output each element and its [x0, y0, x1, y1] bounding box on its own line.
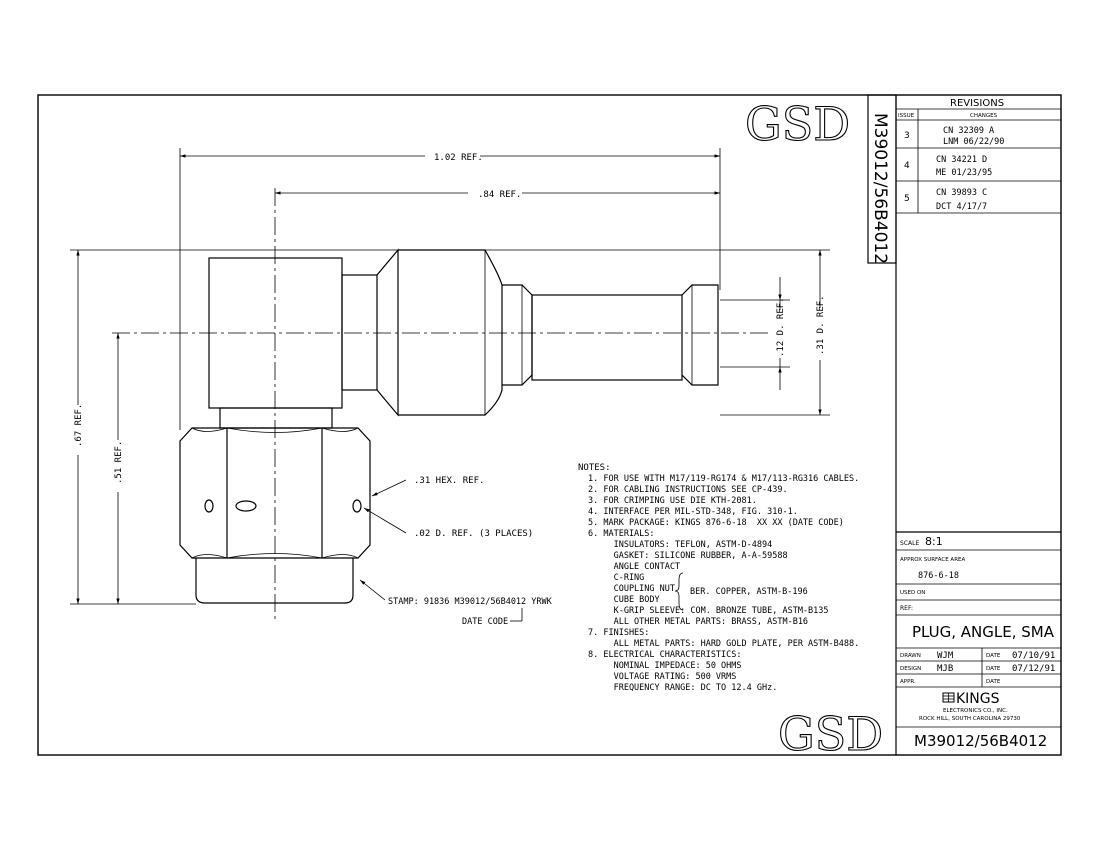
scale-label: SCALE — [900, 540, 919, 547]
dim-hex: .31 HEX. REF. — [414, 476, 484, 486]
note-line: ANGLE CONTACT — [588, 562, 680, 572]
dim-height-center: .51 REF. — [114, 441, 124, 484]
dim-dia-small: .12 D. REF. — [776, 297, 786, 357]
note-line: INSULATORS: TEFLON, ASTM-D-4894 — [588, 540, 772, 550]
revisions-title: REVISIONS — [950, 98, 1004, 109]
center-lines — [112, 188, 770, 620]
dimension-lines — [70, 148, 830, 622]
note-line: NOMINAL IMPEDACE: 50 OHMS — [588, 661, 742, 671]
date-label: DATE — [986, 679, 1001, 685]
revision-issue: 5 — [904, 194, 910, 204]
date-label: DATE — [986, 666, 1001, 672]
ref-label: REF: — [900, 605, 913, 612]
note-line: 1. FOR USE WITH M17/119-RG174 & M17/113-… — [588, 474, 859, 484]
revision-issue: 4 — [904, 161, 910, 171]
note-line: 7. FINISHES: — [588, 628, 649, 638]
scale-value: 8:1 — [925, 535, 943, 548]
note-line: GASKET: SILICONE RUBBER, A-A-59588 — [588, 551, 788, 561]
date-label: DATE — [986, 653, 1001, 659]
note-line: VOLTAGE RATING: 500 VRMS — [588, 672, 736, 682]
design-label: DESIGN — [900, 666, 921, 672]
note-line: 2. FOR CABLING INSTRUCTIONS SEE CP-439. — [588, 485, 788, 495]
sheet-border — [37, 94, 1062, 756]
date-value: 07/12/91 — [1012, 664, 1055, 674]
dim-holes: .02 D. REF. (3 PLACES) — [414, 529, 533, 539]
date-code-label: DATE CODE — [462, 617, 508, 627]
revision-issue: 3 — [904, 131, 910, 141]
note-line: K-GRIP SLEEVE: COM. BRONZE TUBE, ASTM-B1… — [588, 606, 829, 616]
revisions-col-issue: ISSUE — [898, 113, 915, 119]
drawn-label: DRAWN — [900, 653, 921, 659]
surface-area-label: APPROX SURFACE AREA — [900, 557, 965, 563]
note-line: FREQUENCY RANGE: DC TO 12.4 GHz. — [588, 683, 777, 693]
note-line: COUPLING NUT — [588, 584, 675, 594]
note-line: 8. ELECTRICAL CHARACTERISTICS: — [588, 650, 742, 660]
notes-block: NOTES: 1. FOR USE WITH M17/119-RG174 & M… — [578, 463, 859, 693]
drawing-title: PLUG, ANGLE, SMA — [912, 623, 1055, 641]
used-on-label: USED ON — [900, 590, 925, 596]
note-line: C-RING — [588, 573, 644, 583]
dim-height-total: .67 REF. — [74, 404, 84, 447]
note-line: ALL OTHER METAL PARTS: BRASS, ASTM-B16 — [588, 617, 808, 627]
materials-brace — [674, 572, 684, 611]
company-name: KINGS — [956, 691, 1000, 707]
note-line: 5. MARK PACKAGE: KINGS 876-6-18 XX XX (D… — [588, 518, 844, 528]
brace-text: BER. COPPER, ASTM-B-196 — [690, 587, 808, 597]
stamp-label: STAMP: 91836 M39012/56B4012 YRWK — [388, 597, 553, 607]
note-line: 6. MATERIALS: — [588, 529, 655, 539]
note-line: ALL METAL PARTS: HARD GOLD PLATE, PER AS… — [588, 639, 859, 649]
part-number-vertical: M39012/56B4012 — [870, 113, 890, 264]
company-sub1: ELECTRONICS CO., INC. — [943, 708, 1008, 714]
dimension-labels: 1.02 REF. .84 REF. .67 REF. .51 REF. .31… — [74, 153, 826, 627]
revision-line1: CN 39893 C — [936, 188, 987, 198]
drawn-value: WJM — [937, 651, 954, 661]
revision-line1: CN 34221 D — [936, 155, 987, 165]
date-value: 07/10/91 — [1012, 651, 1055, 661]
notes-heading: NOTES: — [578, 463, 611, 473]
design-value: MJB — [937, 664, 953, 674]
revisions-col-changes: CHANGES — [970, 113, 998, 119]
dim-overall-length: 1.02 REF. — [434, 153, 483, 163]
revision-line2: DCT 4/17/7 — [936, 202, 987, 212]
company-sub2: ROCK HILL, SOUTH CAROLINA 29730 — [919, 716, 1021, 722]
drawing-number: M39012/56B4012 — [914, 732, 1047, 750]
title-block: REVISIONS ISSUE CHANGES 3 CN 32309 A LNM… — [895, 95, 1061, 755]
dim-dia-large: .31 D. REF. — [816, 295, 826, 355]
revision-line2: LNM 06/22/90 — [943, 137, 1004, 147]
note-line: 4. INTERFACE PER MIL-STD-348, FIG. 310-1… — [588, 507, 798, 517]
gsd-watermark-bottom: GSD — [778, 707, 883, 761]
gsd-watermark-top: GSD — [745, 97, 850, 151]
revision-line2: ME 01/23/95 — [936, 168, 992, 178]
appr-label: APPR. — [900, 679, 916, 685]
note-line: 3. FOR CRIMPING USE DIE KTH-2081. — [588, 496, 757, 506]
kings-logo-icon — [942, 692, 955, 703]
note-line: CUBE BODY — [588, 595, 660, 605]
revision-line1: CN 32309 A — [943, 126, 994, 136]
surface-area-value: 876-6-18 — [918, 571, 959, 581]
dim-length-2: .84 REF. — [478, 190, 521, 200]
